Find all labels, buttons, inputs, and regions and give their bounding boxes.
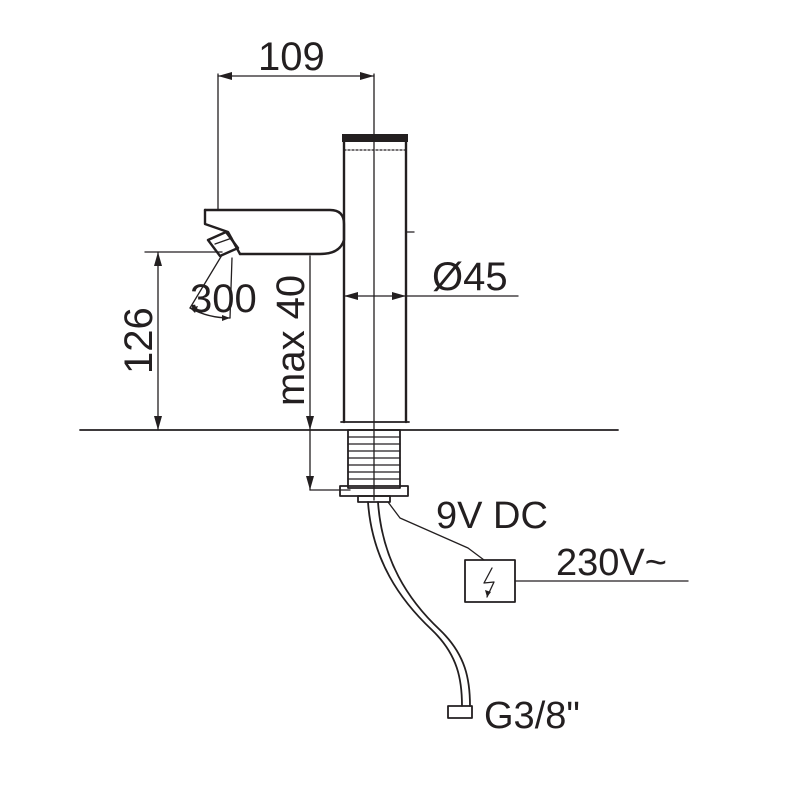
sensor-angle-marker [189,254,233,321]
sensor-voltage-label: 9V DC [436,495,548,537]
lightning-bolt-icon [483,567,495,598]
threaded-shank [339,429,409,503]
power-cable [387,501,485,561]
water-hose [367,501,473,719]
power-supply-box [464,559,689,603]
height-dimension [144,251,223,431]
deck-thickness-dimension [306,255,351,491]
reach-label: 109 [258,35,325,79]
mains-voltage-label: 230V~ [556,542,667,584]
deck-thickness-label: max 40 [269,275,313,406]
diameter-dimension [343,231,519,300]
reach-dimension [217,72,375,501]
water-inlet-label: G3/8" [484,695,580,737]
diameter-label: Ø45 [432,255,508,299]
sensor-range-label: 300 [190,277,257,321]
hose-fitting [447,705,473,719]
top-cap [342,134,408,142]
height-label: 126 [117,307,161,374]
faucet-spout [203,208,346,258]
faucet-body [340,134,410,424]
